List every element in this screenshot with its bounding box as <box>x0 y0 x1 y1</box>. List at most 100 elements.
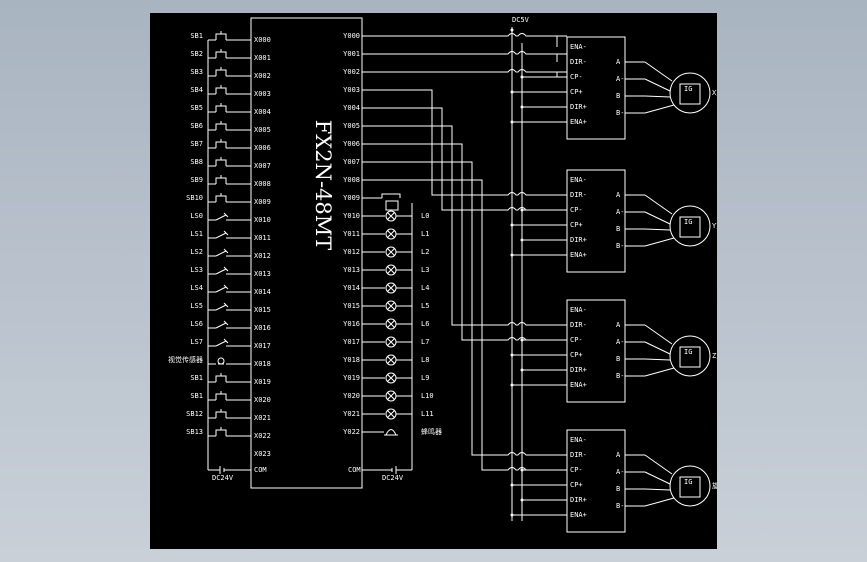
lamp-cross <box>387 356 395 364</box>
push-button-icon <box>215 177 227 184</box>
input-terminal-label: X023 <box>254 450 271 458</box>
output-terminal-label: Y002 <box>343 68 360 76</box>
driver-out-label: A- <box>616 338 624 346</box>
driver-pin-label: DIR- <box>570 58 587 66</box>
signal-wire <box>362 69 567 73</box>
input-section: X000SB1X001SB2X002SB3X003SB4X004SB5X005S… <box>168 31 271 458</box>
input-terminal-label: X018 <box>254 360 271 368</box>
output-section: Y000Y001Y002Y003Y004Y005Y006Y007Y008Y009… <box>343 32 442 436</box>
junction-dot <box>510 483 514 487</box>
relay-top-wire <box>381 193 401 198</box>
signal-routes <box>362 33 567 471</box>
driver-pin-label: CP- <box>570 466 583 474</box>
input-device-label: LS0 <box>190 212 203 220</box>
lamp-cross <box>387 248 395 256</box>
junction-dot <box>510 120 514 124</box>
input-device-label: LS4 <box>190 284 203 292</box>
input-device-label: SB13 <box>186 428 203 436</box>
lamp-label: L11 <box>421 410 434 418</box>
stepper-driver: ENA-DIR-CP-CP+DIR+ENA+AA-BB-IGX方向 <box>510 36 717 140</box>
input-row: X023 <box>254 450 271 458</box>
push-button-icon <box>215 393 227 400</box>
driver-pin-label: DIR+ <box>570 236 587 244</box>
stepper-driver: ENA-DIR-CP-CP+DIR+ENA+AA-BB-IG旋转 <box>510 429 717 533</box>
driver-pin-label: DIR- <box>570 191 587 199</box>
limit-switch-roller <box>223 212 229 218</box>
input-terminal-label: X013 <box>254 270 271 278</box>
wiring-diagram: FX2N-48MTX000SB1X001SB2X002SB3X003SB4X00… <box>168 16 717 533</box>
lamp-cross <box>387 266 395 274</box>
input-terminal-label: X010 <box>254 216 271 224</box>
lamp-label: L4 <box>421 284 429 292</box>
input-device-label: LS2 <box>190 248 203 256</box>
com-label-left: COM <box>254 466 267 474</box>
driver-out-label: B <box>616 355 620 363</box>
axis-label: Z方向 <box>712 351 717 360</box>
driver-out-label: B <box>616 225 620 233</box>
input-terminal-label: X022 <box>254 432 271 440</box>
limit-switch-icon <box>215 304 227 311</box>
driver-box <box>566 36 626 140</box>
driver-pin-label: ENA+ <box>570 118 587 126</box>
lamp-label: L2 <box>421 248 429 256</box>
limit-switch-roller <box>223 248 229 254</box>
input-device-label: LS5 <box>190 302 203 310</box>
driver-out-label: B- <box>616 109 624 117</box>
junction-dot <box>520 238 524 242</box>
output-terminal-label: Y022 <box>343 428 360 436</box>
junction-dot <box>520 498 524 502</box>
lamp-label: L0 <box>421 212 429 220</box>
junction-dot <box>520 105 524 109</box>
push-button-icon <box>215 195 227 202</box>
input-device-label: SB1 <box>190 374 203 382</box>
output-terminal-label: Y013 <box>343 266 360 274</box>
buzzer-label: 蜂鸣器 <box>421 427 442 436</box>
driver-pin-label: CP- <box>570 206 583 214</box>
limit-switch-icon <box>215 250 227 257</box>
signal-wire <box>362 179 567 471</box>
lamp-label: L1 <box>421 230 429 238</box>
driver-pin-label: CP+ <box>570 351 583 359</box>
driver-pin-label: ENA+ <box>570 511 587 519</box>
driver-out-label: B- <box>616 242 624 250</box>
sensor-icon <box>217 357 225 365</box>
lamp-cross <box>387 320 395 328</box>
motor-leads <box>644 61 675 114</box>
junction-dot <box>510 383 514 387</box>
axis-label: Y方向 <box>712 221 717 230</box>
output-terminal-label: Y011 <box>343 230 360 238</box>
driver-box <box>566 299 626 403</box>
signal-wire <box>362 107 567 211</box>
input-terminal-label: X012 <box>254 252 271 260</box>
output-terminal-label: Y020 <box>343 392 360 400</box>
push-button-icon <box>215 87 227 94</box>
motor-label: IG <box>684 85 692 93</box>
driver-pin-label: CP+ <box>570 221 583 229</box>
signal-wire <box>362 89 567 196</box>
input-device-label: 视觉传感器 <box>168 355 203 364</box>
input-device-label: SB6 <box>190 122 203 130</box>
input-terminal-label: X006 <box>254 144 271 152</box>
motor-frame <box>679 346 701 368</box>
lamp-label: L6 <box>421 320 429 328</box>
driver-pin-label: ENA+ <box>570 251 587 259</box>
plc-model-label: FX2N-48MT <box>311 120 335 251</box>
lamp-label: L9 <box>421 374 429 382</box>
driver-pin-label: ENA- <box>570 43 587 51</box>
driver-out-label: A- <box>616 468 624 476</box>
signal-wire <box>362 33 567 37</box>
output-terminal-label: Y018 <box>343 356 360 364</box>
input-terminal-label: X000 <box>254 36 271 44</box>
driver-pin-label: ENA+ <box>570 381 587 389</box>
input-terminal-label: X009 <box>254 198 271 206</box>
limit-switch-icon <box>215 214 227 221</box>
